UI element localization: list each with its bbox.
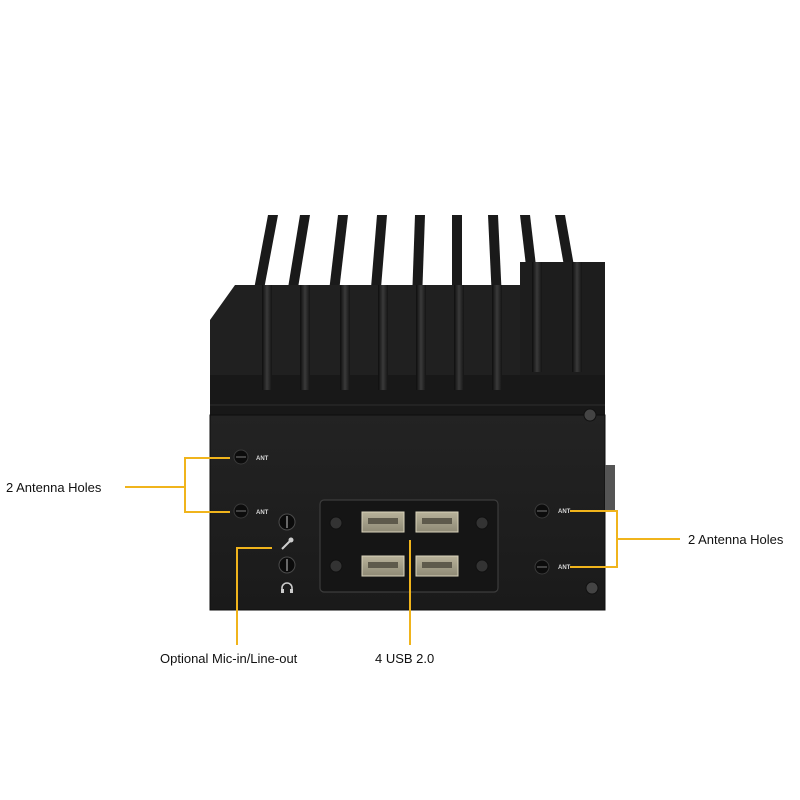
headphone-icon [281, 582, 293, 593]
callout-audio: Optional Mic-in/Line-out [160, 651, 298, 666]
audio-jack-line-out [278, 556, 296, 574]
usb-port-2 [415, 511, 459, 533]
usb-port-3 [361, 555, 405, 577]
audio-jack-mic [278, 513, 296, 531]
microphone-icon [281, 537, 294, 550]
ant-label: ANT [256, 456, 269, 462]
ant-label: ANT [558, 565, 571, 571]
heatsink [210, 262, 605, 415]
callout-line-antenna-right [570, 510, 680, 568]
callout-antenna-right: 2 Antenna Holes [688, 532, 784, 547]
antenna-hole-left-top [233, 449, 249, 465]
usb-port-1 [361, 511, 405, 533]
callout-line-audio [236, 547, 272, 645]
callout-line-antenna-left [125, 457, 230, 513]
antenna-hole-right-bottom [534, 559, 550, 575]
callout-antenna-left: 2 Antenna Holes [6, 480, 102, 495]
ant-label: ANT [558, 509, 571, 515]
antenna-hole-right-top [534, 503, 550, 519]
antenna-hole-left-bottom [233, 503, 249, 519]
usb-port-4 [415, 555, 459, 577]
ant-label: ANT [256, 510, 269, 516]
callout-usb: 4 USB 2.0 [375, 651, 435, 666]
